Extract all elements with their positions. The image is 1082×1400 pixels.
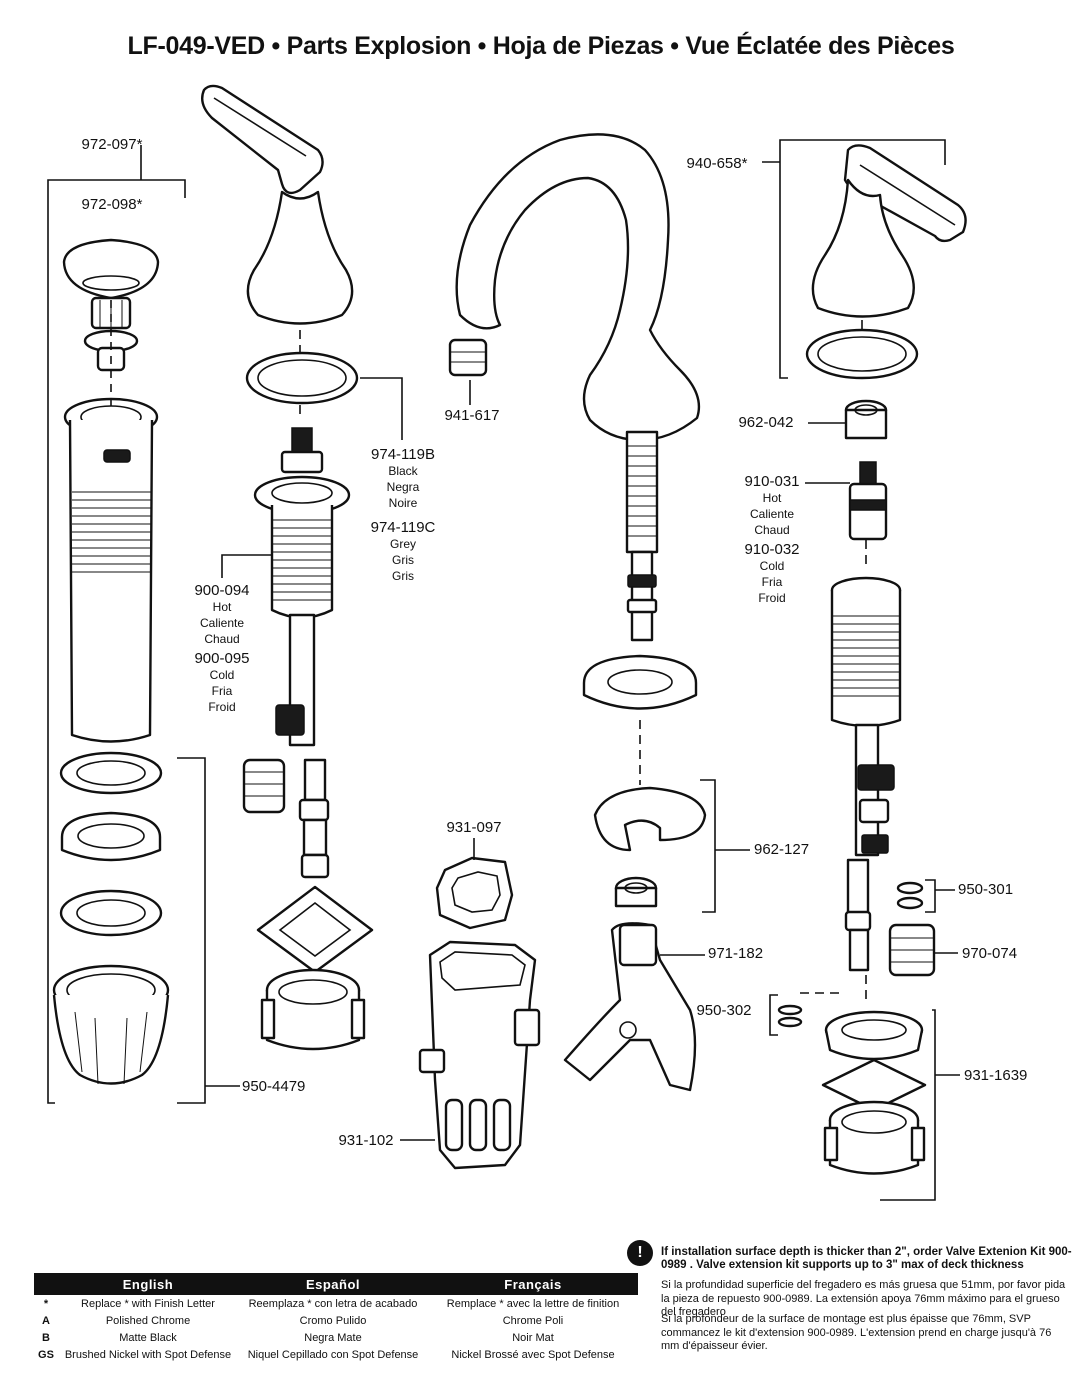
drain-assembly bbox=[47, 145, 240, 1104]
legend-header-row: English Español Français bbox=[34, 1273, 638, 1295]
legend-english: Brushed Nickel with Spot Defense bbox=[64, 1348, 232, 1361]
label-941-617: 941-617 bbox=[444, 407, 500, 424]
label-950-302: 950-302 bbox=[696, 1002, 752, 1019]
left-handle-assembly bbox=[201, 84, 403, 1051]
label-970-074: 970-074 bbox=[962, 945, 1018, 962]
note-english: If installation surface depth is thicker… bbox=[661, 1246, 1072, 1271]
legend-english: Matte Black bbox=[119, 1331, 177, 1344]
spout-assembly bbox=[448, 133, 750, 1092]
spout-threads bbox=[628, 445, 656, 537]
label-931-1639: 931-1639 bbox=[964, 1067, 1028, 1084]
note-french: Si la profondeur de la surface de montag… bbox=[661, 1313, 1052, 1352]
legend-code: B bbox=[42, 1331, 50, 1344]
label-910-032: 910-032 Cold Fria Froid bbox=[744, 541, 800, 606]
table-row: A Polished Chrome Cromo Pulido Chrome Po… bbox=[34, 1312, 638, 1329]
label-950-301: 950-301 bbox=[958, 881, 1014, 898]
legend-english: Replace * with Finish Letter bbox=[81, 1297, 215, 1310]
legend-code: * bbox=[43, 1297, 49, 1310]
legend-code: A bbox=[42, 1314, 50, 1327]
legend-header-code bbox=[34, 1273, 58, 1295]
label-972-097: 972-097* bbox=[81, 136, 143, 153]
table-row: * Replace * with Finish Letter Reemplaza… bbox=[34, 1295, 638, 1312]
table-row: B Matte Black Negra Mate Noir Mat bbox=[34, 1329, 638, 1346]
label-910-031: 910-031 Hot Caliente Chaud bbox=[744, 473, 800, 538]
legend-spanish: Cromo Pulido bbox=[299, 1314, 367, 1327]
note-spanish: Si la profundidad superficie del fregade… bbox=[661, 1279, 1066, 1318]
label-950-4479: 950-4479 bbox=[242, 1078, 306, 1095]
label-974-119c: 974-119C Grey Gris Gris bbox=[370, 519, 436, 584]
legend-french: Nickel Brossé avec Spot Defense bbox=[451, 1348, 615, 1361]
legend-spanish: Niquel Cepillado con Spot Defense bbox=[247, 1348, 419, 1361]
warning-icon: ! bbox=[627, 1240, 653, 1266]
label-900-095: 900-095 Cold Fria Froid bbox=[194, 650, 250, 715]
legend-code: GS bbox=[38, 1348, 54, 1361]
label-972-098: 972-098* bbox=[81, 196, 143, 213]
legend-french: Noir Mat bbox=[512, 1331, 554, 1344]
label-962-127: 962-127 bbox=[754, 841, 810, 858]
finish-legend-table: English Español Français * Replace * wit… bbox=[34, 1273, 638, 1363]
legend-french: Chrome Poli bbox=[502, 1314, 564, 1327]
label-971-182: 971-182 bbox=[708, 945, 764, 962]
label-962-042: 962-042 bbox=[738, 414, 794, 431]
right-valve-threads bbox=[833, 615, 899, 697]
legend-header-english: English bbox=[58, 1273, 238, 1295]
table-row: GS Brushed Nickel with Spot Defense Niqu… bbox=[34, 1346, 638, 1363]
legend-spanish: Reemplaza * con letra de acabado bbox=[248, 1297, 418, 1310]
legend-french: Remplace * avec la lettre de finition bbox=[446, 1297, 620, 1310]
legend-spanish: Negra Mate bbox=[304, 1331, 362, 1344]
right-handle-assembly bbox=[762, 139, 967, 1201]
page-title: LF-049-VED • Parts Explosion • Hoja de P… bbox=[127, 32, 955, 60]
legend-english: Polished Chrome bbox=[105, 1314, 191, 1327]
label-931-102: 931-102 bbox=[338, 1132, 394, 1149]
legend-header-french: Français bbox=[428, 1273, 638, 1295]
label-974-119b: 974-119B Black Negra Noire bbox=[371, 446, 435, 511]
drain-threads bbox=[72, 491, 151, 573]
filter-assembly bbox=[400, 838, 541, 1170]
label-931-097: 931-097 bbox=[446, 819, 502, 836]
left-valve-threads bbox=[273, 519, 331, 601]
label-900-094: 900-094 Hot Caliente Chaud bbox=[194, 582, 250, 647]
legend-header-spanish: Español bbox=[238, 1273, 428, 1295]
label-940-658: 940-658* bbox=[686, 155, 748, 172]
